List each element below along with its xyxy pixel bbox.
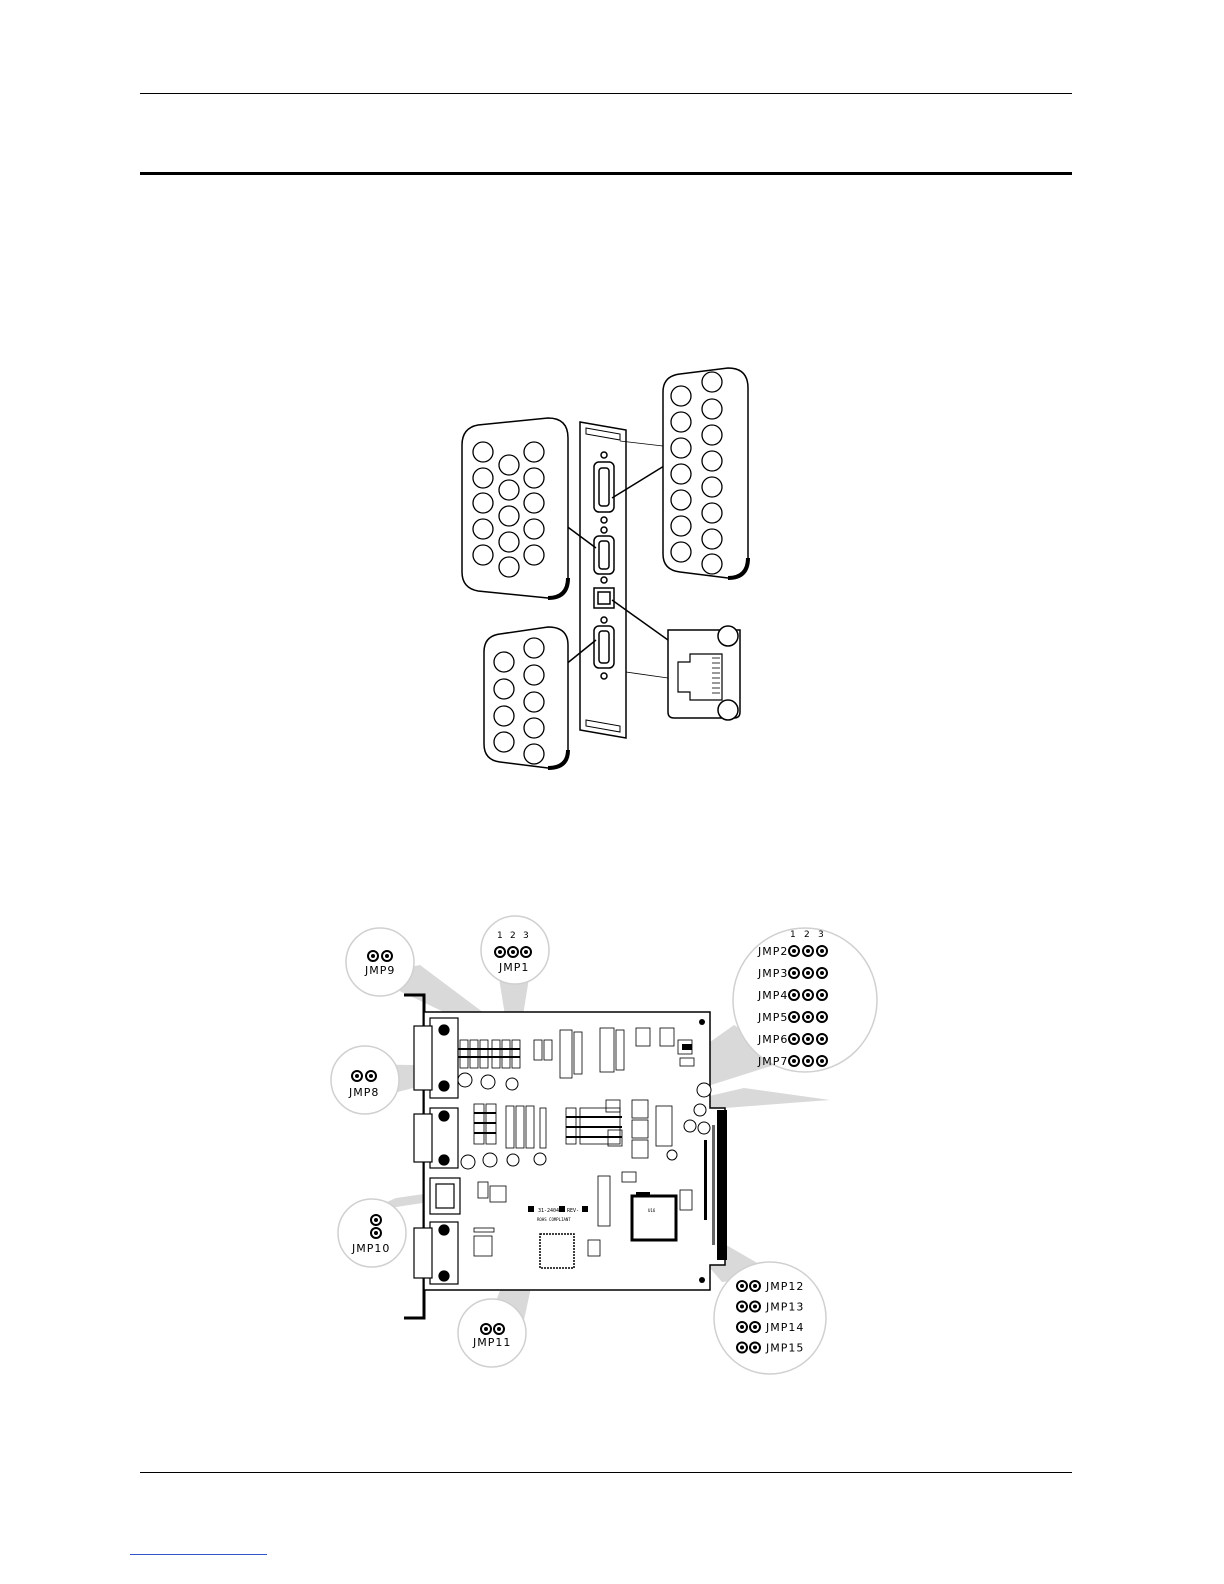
marker-square: [582, 1206, 588, 1212]
svg-text:1: 1: [790, 930, 797, 940]
rj45-led-top: [718, 626, 738, 646]
panel-db-connector-bottom: [594, 626, 614, 668]
jumper-label: JMP7: [757, 1055, 788, 1068]
svg-text:3: 3: [523, 931, 530, 941]
jumper-pin-dot: [820, 1059, 824, 1063]
jumper-pin-dot: [740, 1305, 744, 1309]
u16-chip: [632, 1196, 676, 1240]
jumper-pin-dot: [753, 1325, 757, 1329]
jumper-pin-dot: [792, 993, 796, 997]
jmp9-label: JMP9: [364, 964, 395, 977]
jumper-pin-dot: [806, 971, 810, 975]
jumper-label: JMP12: [765, 1280, 804, 1293]
jumper-pin-dot: [792, 1015, 796, 1019]
jumper-pin-dot: [792, 971, 796, 975]
board-rev: REV-: [567, 1208, 579, 1214]
svg-text:2: 2: [510, 931, 517, 941]
jumper-pin-dot: [792, 949, 796, 953]
jumper-pin-dot: [740, 1284, 744, 1288]
panel-db-connector-top: [594, 462, 614, 512]
board-rohs: ROHS COMPLIANT: [537, 1217, 571, 1222]
u16-label: U16: [648, 1208, 656, 1213]
jmp1-label: JMP1: [498, 961, 529, 974]
jumper-pin-dot: [740, 1346, 744, 1350]
edge-connector-pins: [712, 1125, 715, 1245]
rj45-led-bottom: [718, 700, 738, 720]
jumper-pin-dot: [820, 1015, 824, 1019]
jumper-label: JMP5: [757, 1011, 788, 1024]
panel-rj45-jack: [594, 588, 614, 608]
board-part-number: 31-2404-: [538, 1208, 562, 1214]
db9-connector-callout: [484, 627, 568, 768]
rear-panel-figure: [462, 368, 748, 768]
jumper-label: JMP4: [757, 989, 788, 1002]
board-panel-connectors: [414, 1018, 460, 1284]
svg-text:2: 2: [804, 930, 811, 940]
mounting-hole: [699, 1277, 705, 1283]
board-jumper-figure: U16 31-2404- REV- ROHS COMPLIANT JMP9 1 …: [331, 916, 877, 1374]
jmp8-label: JMP8: [348, 1086, 379, 1099]
jumper-pin-dot: [820, 971, 824, 975]
jumper-label: JMP6: [757, 1033, 788, 1046]
jmp1-callout: 1 2 3 JMP1: [495, 931, 531, 974]
jumper-pin-dot: [806, 1037, 810, 1041]
jumper-pin-dot: [753, 1305, 757, 1309]
jumper-pin-dot: [806, 1059, 810, 1063]
leader-line: [626, 672, 668, 678]
marker-square: [559, 1206, 565, 1212]
jumper-pin-dot: [740, 1325, 744, 1329]
secondary-ic: [540, 1234, 574, 1268]
jumper-label: JMP14: [765, 1321, 804, 1334]
jumper-pin-dot: [806, 949, 810, 953]
jumper-label: JMP2: [757, 945, 788, 958]
jumper-pin-dot: [820, 1037, 824, 1041]
svg-text:3: 3: [818, 930, 825, 940]
jmp11-label: JMP11: [472, 1336, 511, 1349]
jumper-pin-dot: [820, 993, 824, 997]
jumper-pin-dot: [820, 949, 824, 953]
marker-square: [528, 1206, 534, 1212]
mounting-hole: [699, 1019, 705, 1025]
jumper-pin-dot: [806, 1015, 810, 1019]
jumper-label: JMP13: [765, 1301, 804, 1314]
jumper-pin-dot: [753, 1346, 757, 1350]
jumper-label: JMP3: [757, 967, 788, 980]
svg-text:1: 1: [497, 931, 504, 941]
jumper-pin-dot: [792, 1037, 796, 1041]
jumper-pin-dot: [806, 993, 810, 997]
jumper-label: JMP15: [765, 1342, 804, 1355]
edge-connector: [717, 1110, 727, 1260]
jumper-pin-dot: [792, 1059, 796, 1063]
jmp10-label: JMP10: [351, 1242, 390, 1255]
jumper-pin-dot: [753, 1284, 757, 1288]
